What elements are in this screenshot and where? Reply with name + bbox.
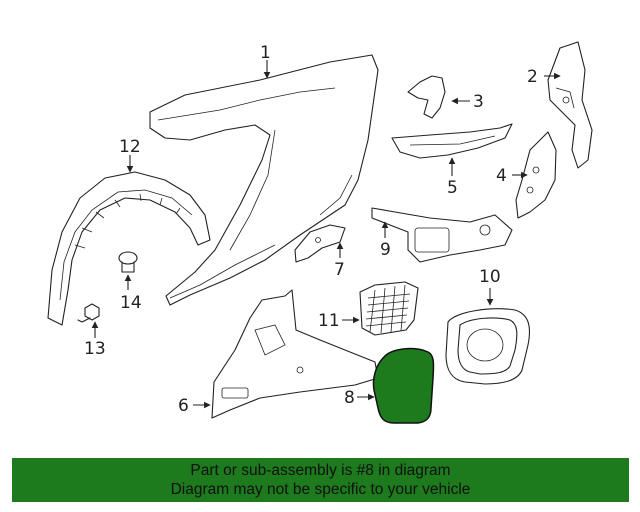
info-banner: Part or sub-assembly is #8 in diagram Di… bbox=[12, 458, 629, 502]
quarter-panel-part bbox=[149, 54, 379, 306]
callout-12: 12 bbox=[119, 137, 141, 157]
callout-3: 3 bbox=[473, 92, 484, 112]
callout-7: 7 bbox=[334, 260, 345, 280]
bracket-part bbox=[407, 75, 446, 119]
screw-part bbox=[77, 303, 100, 323]
callout-4: 4 bbox=[496, 166, 507, 186]
callout-5: 5 bbox=[447, 178, 458, 198]
fuel-door-housing-part bbox=[445, 308, 531, 385]
actuator-part bbox=[371, 207, 513, 263]
callout-8: 8 bbox=[344, 388, 355, 408]
vent-grille-part bbox=[359, 281, 419, 336]
rail-part bbox=[391, 123, 513, 159]
pillar-reinforcement-part bbox=[547, 41, 593, 169]
callout-6: 6 bbox=[178, 396, 189, 416]
callout-13: 13 bbox=[84, 339, 106, 359]
callout-9: 9 bbox=[380, 240, 391, 260]
banner-line-1: Part or sub-assembly is #8 in diagram bbox=[190, 462, 451, 479]
clip-part bbox=[118, 251, 138, 273]
inner-panel-part bbox=[515, 131, 557, 219]
callout-14: 14 bbox=[120, 293, 142, 313]
banner-line-2: Diagram may not be specific to your vehi… bbox=[170, 481, 471, 498]
parts-diagram: 1 2 3 4 5 6 7 8 bbox=[47, 41, 593, 424]
fuel-door-part bbox=[372, 347, 435, 424]
small-bracket-part bbox=[294, 224, 346, 263]
callout-2: 2 bbox=[527, 67, 538, 87]
callout-10: 10 bbox=[479, 267, 501, 287]
callout-1: 1 bbox=[260, 43, 271, 63]
inner-trim-part bbox=[211, 289, 379, 419]
wheel-liner-part bbox=[47, 171, 211, 326]
callout-11: 11 bbox=[318, 311, 340, 331]
